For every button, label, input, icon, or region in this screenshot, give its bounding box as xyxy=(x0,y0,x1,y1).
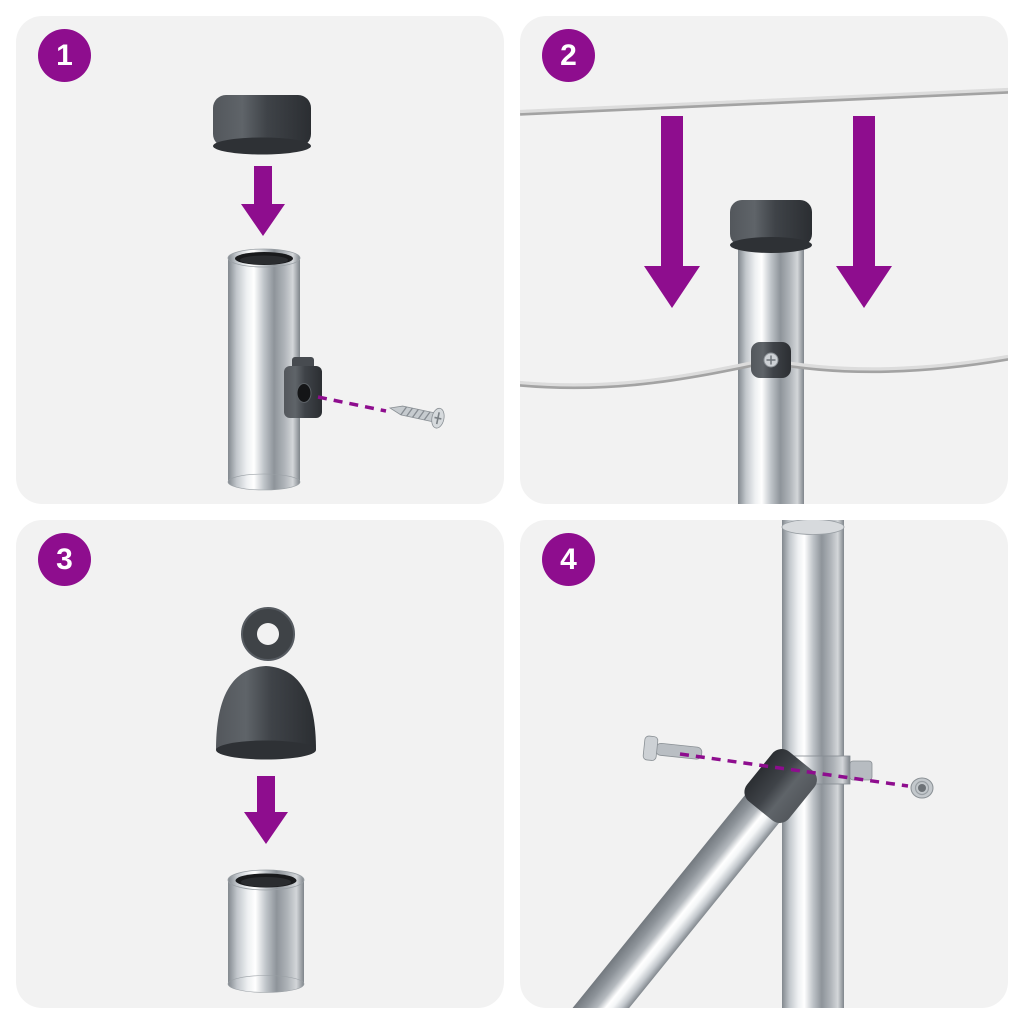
screw xyxy=(388,405,445,429)
step-2-panel: 2 xyxy=(520,16,1008,504)
step-3-illustration xyxy=(216,607,316,993)
post-cap xyxy=(730,200,812,253)
dashed-guide-line xyxy=(679,752,909,788)
down-arrow-icon xyxy=(244,776,288,844)
tension-wire-top xyxy=(520,87,1008,116)
nut xyxy=(910,777,934,799)
eyelet-cap xyxy=(216,607,316,760)
wire-clamp-bracket xyxy=(751,342,791,378)
step-number-badge: 1 xyxy=(38,29,91,82)
step-1-illustration xyxy=(213,95,445,491)
step-4-panel: 4 xyxy=(520,520,1008,1008)
diagonal-brace xyxy=(542,749,817,1008)
step-number-badge: 2 xyxy=(542,29,595,82)
down-arrow-icon xyxy=(836,116,892,308)
down-arrow-icon xyxy=(644,116,700,308)
step-number-badge: 3 xyxy=(38,533,91,586)
brace-fitting xyxy=(744,749,817,823)
step-2-illustration xyxy=(520,87,1008,504)
dashed-guide-line xyxy=(317,395,387,413)
step-4-illustration xyxy=(542,520,934,1008)
down-arrow-icon xyxy=(241,166,285,236)
post-cap xyxy=(213,95,311,155)
mounting-bracket xyxy=(284,357,322,418)
metal-post xyxy=(227,869,305,993)
step-3-panel: 3 xyxy=(16,520,504,1008)
step-1-panel: 1 xyxy=(16,16,504,504)
step-number-badge: 4 xyxy=(542,533,595,586)
bolt xyxy=(642,735,703,761)
